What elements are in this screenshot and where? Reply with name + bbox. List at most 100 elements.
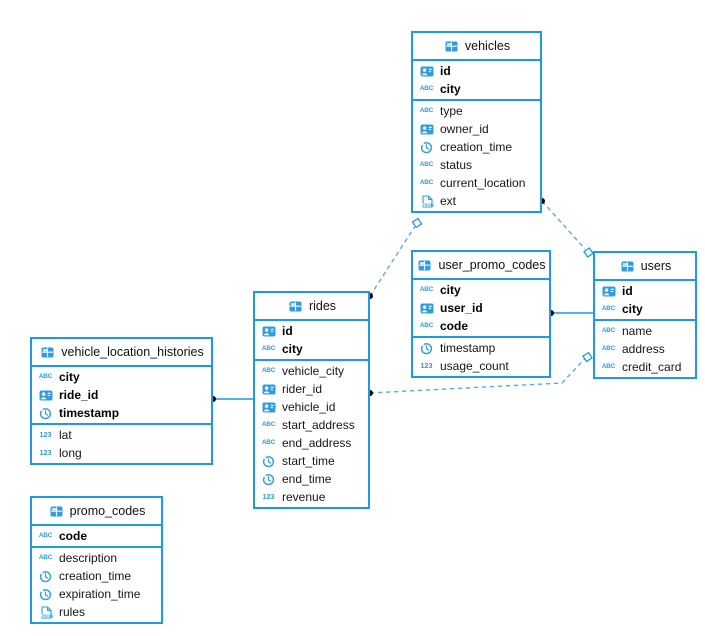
table-name: user_promo_codes <box>438 258 546 272</box>
column-row-vehicle_id[interactable]: vehicle_id <box>255 398 368 416</box>
column-row-credit_card[interactable]: ABC credit_card <box>595 358 695 376</box>
table-icon <box>39 347 56 358</box>
column-row-user_id[interactable]: user_id <box>413 299 549 317</box>
relationship-diamond-endpoint <box>583 247 594 258</box>
abc-icon: ABC <box>261 420 276 428</box>
column-name: long <box>59 446 82 460</box>
table-icon <box>443 41 460 52</box>
column-row-description[interactable]: ABC description <box>32 549 161 567</box>
column-row-ride_id[interactable]: ride_id <box>32 386 211 404</box>
abc-icon: ABC <box>601 304 616 312</box>
column-name: city <box>282 342 303 356</box>
column-row-start_time[interactable]: start_time <box>255 452 368 470</box>
column-name: city <box>59 370 80 384</box>
column-name: credit_card <box>622 360 682 374</box>
table-name: promo_codes <box>69 504 146 518</box>
column-name: id <box>622 284 633 298</box>
column-name: code <box>59 529 88 543</box>
column-name: description <box>59 551 118 565</box>
column-row-owner_id[interactable]: owner_id <box>413 120 540 138</box>
column-row-timestamp[interactable]: timestamp <box>413 339 549 357</box>
column-row-end_time[interactable]: end_time <box>255 470 368 488</box>
column-row-rider_id[interactable]: rider_id <box>255 380 368 398</box>
table-name: users <box>640 259 672 273</box>
columns-section: ABC description creation_time expiration_… <box>32 548 161 622</box>
column-row-creation_time[interactable]: creation_time <box>413 138 540 156</box>
column-name: vehicle_city <box>282 364 345 378</box>
column-row-id[interactable]: id <box>595 282 695 300</box>
column-row-id[interactable]: id <box>255 322 368 340</box>
abc-icon: ABC <box>601 362 616 370</box>
abc-icon: ABC <box>419 106 434 114</box>
table-icon <box>48 506 65 517</box>
id-badge-icon <box>260 402 277 413</box>
table-header[interactable]: vehicles <box>413 33 540 61</box>
table-header[interactable]: promo_codes <box>32 498 161 526</box>
table-name: vehicles <box>464 39 511 53</box>
column-name: user_id <box>440 301 483 315</box>
column-name: usage_count <box>440 359 509 373</box>
json-document-icon: JSON <box>37 605 54 619</box>
table-header[interactable]: vehicle_location_histories <box>32 339 211 367</box>
table-icon <box>416 260 433 271</box>
column-row-expiration_time[interactable]: expiration_time <box>32 585 161 603</box>
relationship-diamond-endpoint <box>582 351 593 363</box>
table-header[interactable]: user_promo_codes <box>413 252 549 280</box>
abc-icon: ABC <box>601 344 616 352</box>
id-badge-icon <box>37 390 54 401</box>
number-123-icon: 123 <box>262 492 275 502</box>
relationship-diamond-endpoint <box>411 217 423 229</box>
clock-icon <box>37 407 54 420</box>
column-name: start_time <box>282 454 335 468</box>
table-icon <box>619 261 636 272</box>
column-row-creation_time[interactable]: creation_time <box>32 567 161 585</box>
id-badge-icon <box>418 124 435 135</box>
table-name: rides <box>308 299 337 313</box>
table-header[interactable]: users <box>595 253 695 281</box>
abc-icon: ABC <box>38 553 53 561</box>
clock-icon <box>418 342 435 355</box>
column-name: creation_time <box>59 569 132 583</box>
table-icon <box>287 301 304 312</box>
column-row-id[interactable]: id <box>413 62 540 80</box>
column-name: status <box>440 158 473 172</box>
table-header[interactable]: rides <box>255 293 368 321</box>
column-row-timestamp[interactable]: timestamp <box>32 404 211 422</box>
clock-icon <box>418 141 435 154</box>
